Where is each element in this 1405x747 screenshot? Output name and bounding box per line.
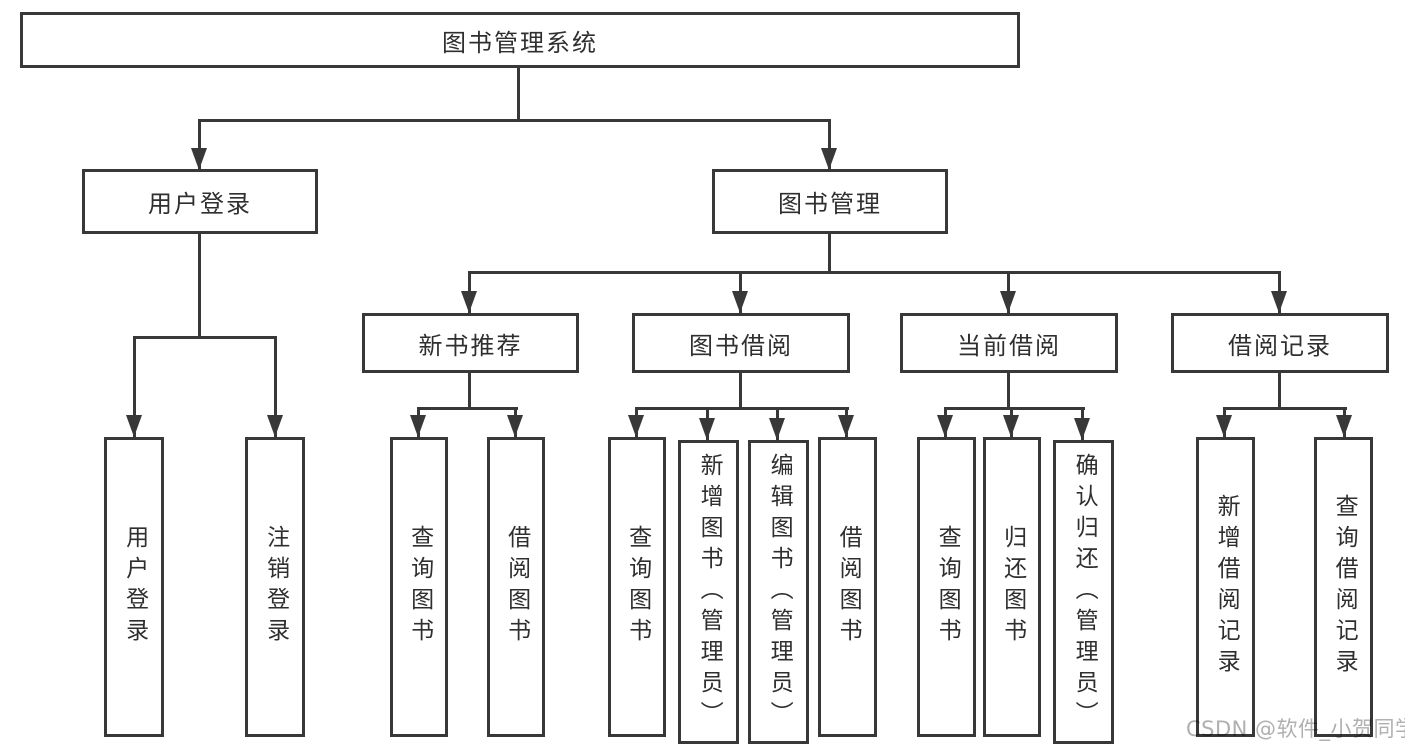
- node-label: 借阅图书: [503, 525, 530, 649]
- node-label: 图书借阅: [689, 331, 793, 360]
- arrow-down-icon: [769, 418, 785, 440]
- connector-vline: [739, 371, 742, 410]
- leaf-confirm-return-admin: 确认归还（管理员）: [1053, 440, 1114, 744]
- leaf-query-books-recommend: 查询图书: [390, 437, 448, 737]
- arrow-down-icon: [838, 415, 854, 437]
- arrow-down-icon: [1271, 291, 1287, 313]
- connector-vline: [1007, 371, 1010, 410]
- connector-vline: [828, 232, 831, 274]
- connector-hline: [133, 336, 277, 339]
- arrow-down-icon: [821, 148, 837, 170]
- watermark: CSDN @软件_小贺同学: [1186, 717, 1405, 741]
- node-label: 借阅图书: [835, 525, 862, 649]
- connector-vline: [133, 336, 136, 437]
- connector-hline: [417, 407, 518, 410]
- node-new-book-recommend: 新书推荐: [362, 313, 579, 373]
- arrow-down-icon: [628, 415, 644, 437]
- connector-vline: [198, 119, 201, 170]
- node-label: 查询图书: [624, 525, 651, 649]
- node-book-borrowing: 图书借阅: [632, 313, 850, 373]
- leaf-query-books-current: 查询图书: [917, 437, 976, 737]
- connector-vline: [274, 336, 277, 437]
- node-label: 当前借阅: [957, 331, 1061, 360]
- arrow-down-icon: [507, 415, 523, 437]
- node-label: 新增图书（管理员）: [696, 452, 723, 732]
- connector-hline: [635, 407, 849, 410]
- arrow-down-icon: [1000, 291, 1016, 313]
- leaf-query-books-borrowing: 查询图书: [608, 437, 666, 737]
- arrow-down-icon: [126, 415, 142, 437]
- node-label: 用户登录: [121, 525, 148, 649]
- connector-vline: [517, 66, 520, 122]
- node-label: 归还图书: [999, 525, 1026, 649]
- node-book-management: 图书管理: [712, 169, 948, 234]
- node-label: 新增借阅记录: [1213, 494, 1240, 680]
- connector-hline: [468, 271, 1281, 274]
- node-label: 新书推荐: [418, 331, 523, 360]
- leaf-logout: 注销登录: [245, 437, 305, 737]
- node-label: 查询图书: [934, 525, 961, 649]
- node-label: 用户登录: [148, 190, 252, 218]
- leaf-add-borrow-record: 新增借阅记录: [1196, 437, 1255, 737]
- arrow-down-icon: [699, 418, 715, 440]
- node-label: 确认归还（管理员）: [1071, 452, 1098, 732]
- arrow-down-icon: [267, 415, 283, 437]
- leaf-borrow-books-recommend: 借阅图书: [487, 437, 545, 737]
- node-label: 借阅记录: [1228, 331, 1332, 360]
- connector-vline: [828, 119, 831, 170]
- node-label: 查询借阅记录: [1331, 494, 1358, 680]
- arrow-down-icon: [732, 291, 748, 313]
- leaf-borrow-books-borrowing: 借阅图书: [818, 437, 877, 737]
- leaf-query-borrow-record: 查询借阅记录: [1314, 437, 1373, 737]
- arrow-down-icon: [410, 415, 426, 437]
- node-label: 注销登录: [262, 525, 289, 649]
- arrow-down-icon: [1336, 415, 1352, 437]
- arrow-down-icon: [461, 291, 477, 313]
- node-label: 编辑图书（管理员）: [766, 452, 793, 732]
- node-label: 图书管理系统: [442, 28, 598, 57]
- arrow-down-icon: [937, 415, 953, 437]
- node-root-system: 图书管理系统: [20, 12, 1020, 68]
- arrow-down-icon: [1074, 418, 1090, 440]
- leaf-user-login: 用户登录: [104, 437, 164, 737]
- leaf-edit-book-admin: 编辑图书（管理员）: [748, 440, 809, 744]
- leaf-add-book-admin: 新增图书（管理员）: [678, 440, 739, 744]
- node-current-borrowing: 当前借阅: [900, 313, 1118, 373]
- node-borrowing-records: 借阅记录: [1171, 313, 1389, 373]
- connector-hline: [1223, 407, 1347, 410]
- node-label: 查询图书: [406, 525, 433, 649]
- connector-hline: [198, 119, 831, 122]
- leaf-return-book: 归还图书: [983, 437, 1041, 737]
- arrow-down-icon: [1003, 415, 1019, 437]
- arrow-down-icon: [191, 148, 207, 170]
- connector-hline: [944, 407, 1085, 410]
- arrow-down-icon: [1216, 415, 1232, 437]
- connector-vline: [198, 232, 201, 339]
- node-user-login: 用户登录: [82, 169, 318, 234]
- node-label: 图书管理: [778, 190, 882, 218]
- connector-vline: [1278, 371, 1281, 410]
- connector-vline: [468, 371, 471, 410]
